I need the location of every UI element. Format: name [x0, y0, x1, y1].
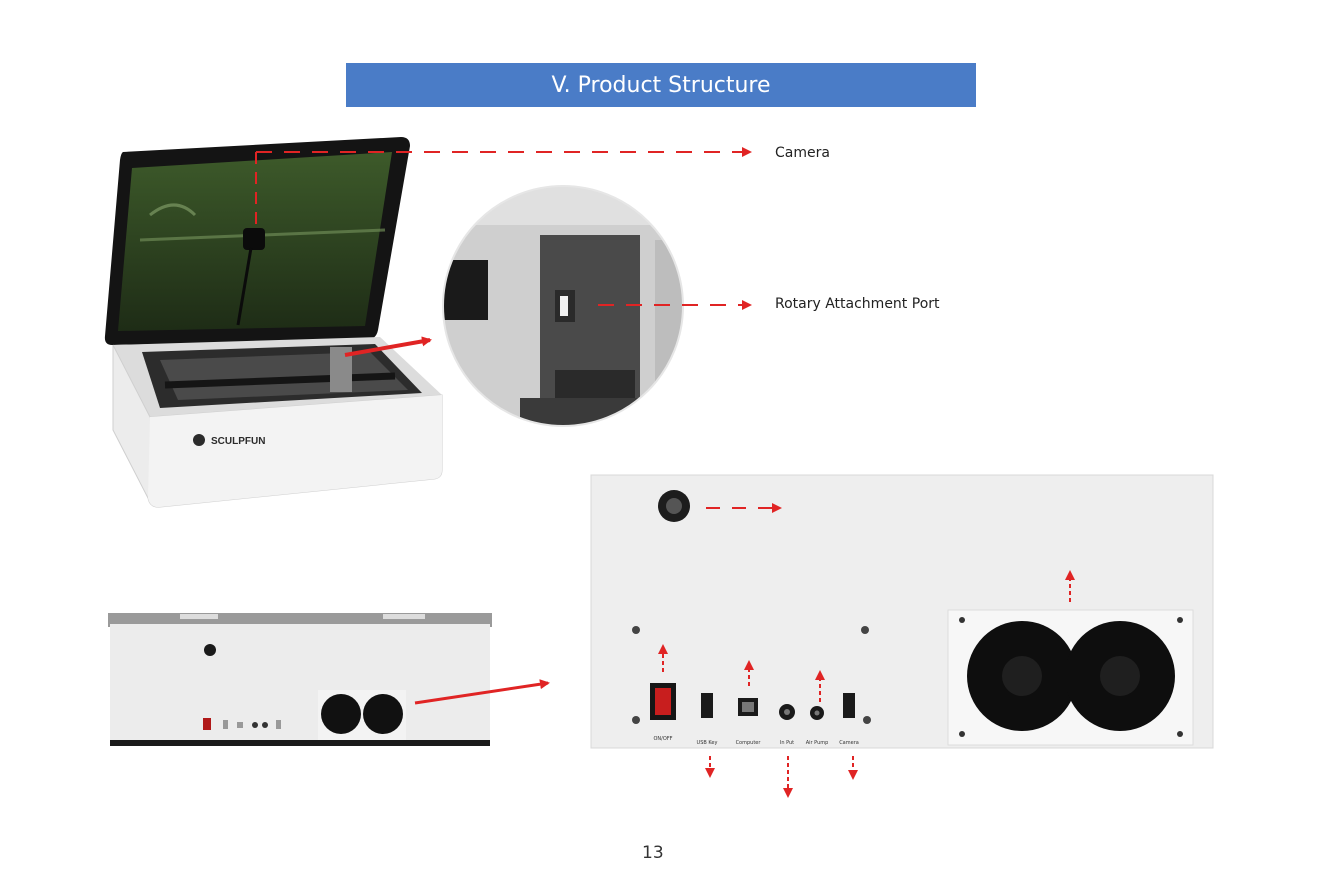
port-label-input: In Put	[780, 740, 794, 746]
port-label-camera: Camera	[839, 740, 859, 746]
port-label-computer: Computer	[736, 740, 762, 746]
brand-logo-text: SCULPFUN	[211, 436, 265, 447]
machine-rear-view-small	[108, 613, 492, 746]
page-number: 13	[642, 843, 664, 863]
rear-panel-large: ON/OFF USB Key Computer In Put Air Pump …	[591, 475, 1213, 796]
port-label-air-pump: Air Pump	[806, 740, 829, 746]
switch-label: ON/OFF	[653, 736, 672, 742]
port-label-usb-key: USB Key	[697, 740, 718, 746]
machine-open-view: SCULPFUN	[105, 137, 442, 507]
